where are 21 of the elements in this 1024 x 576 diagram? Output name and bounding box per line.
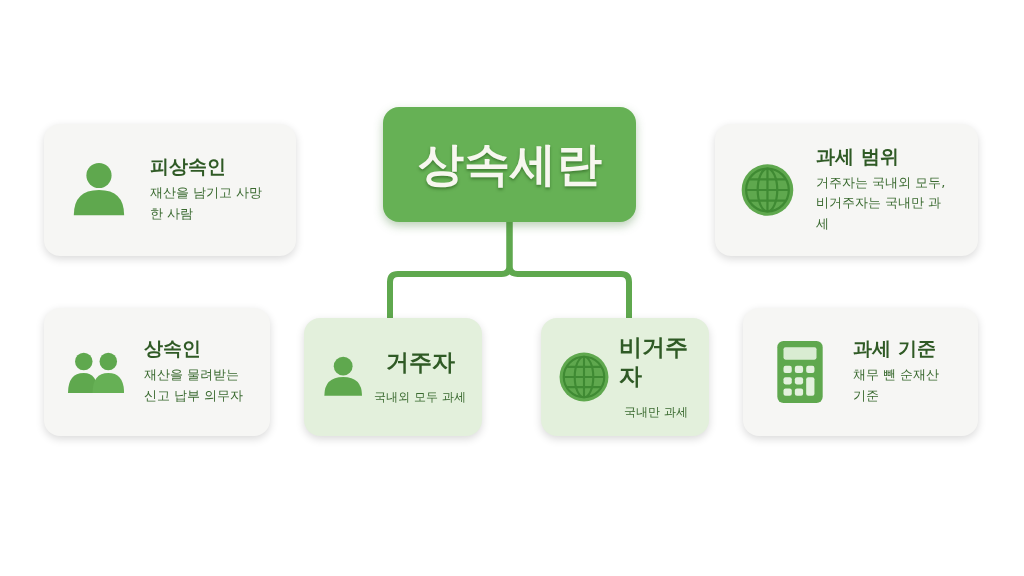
connector-line [506,222,632,318]
card-heading: 피상속인 [149,155,227,180]
card-heading: 과세 범위 [815,144,900,169]
card-description: 채무 뺀 순재산 기준 [853,366,941,405]
category-card [541,318,709,436]
card-heading: 과세 기준 [853,337,937,362]
card-description: 거주자는 국내외 모두, 비거주자는 국내만 과세 [815,173,947,234]
card-description: 재산을 물려받는 신고 납부 의무자 [144,366,245,405]
card-heading: 비거주자 [619,333,689,391]
card-description: 국내외 모두 과세 [374,389,466,407]
title-box [383,107,636,222]
info-card [743,308,978,436]
info-card [44,308,270,436]
card-description: 국내만 과세 [624,403,688,421]
card-description: 재산을 남기고 사망한 사람 [149,184,264,223]
card-heading: 상속인 [144,337,203,362]
info-card [44,124,296,256]
card-heading: 거주자 [385,347,455,377]
info-card [715,124,978,256]
title-text: 상속세란 [417,136,602,193]
category-card [304,318,482,436]
